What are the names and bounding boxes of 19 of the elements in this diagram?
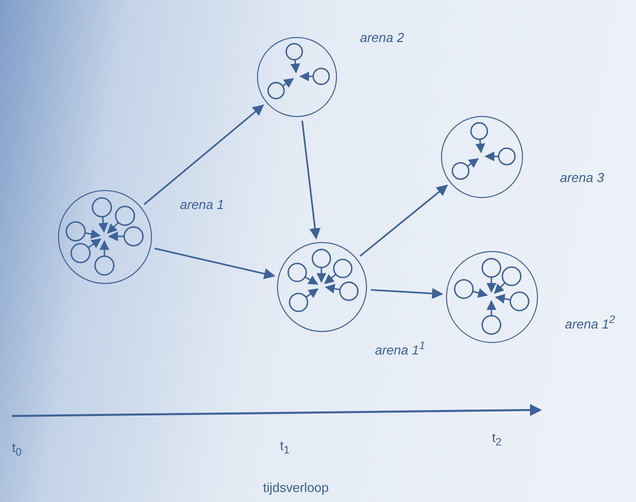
arena-label: arena 1$^{2}$ xyxy=(565,314,616,332)
arena-circle xyxy=(58,190,152,284)
arena-circle xyxy=(257,37,337,117)
arena-circle xyxy=(446,251,538,343)
arrow xyxy=(301,120,321,240)
axis-title: tijdsverloop xyxy=(263,480,329,495)
arena-circle xyxy=(441,116,523,198)
time-tick-label: t$_{2}$ xyxy=(492,430,502,449)
time-tick-label: t$_{1}$ xyxy=(280,438,290,457)
arrow xyxy=(144,104,264,205)
arena-label: arena 1 xyxy=(180,197,224,212)
arrow xyxy=(154,248,276,280)
arena-label: arena 3 xyxy=(560,170,604,185)
arena-label: arena 2 xyxy=(360,30,404,45)
arrow xyxy=(370,288,444,300)
time-tick-label: t$_{0}$ xyxy=(12,440,22,459)
arena-label: arena 1$^{1}$ xyxy=(375,340,426,358)
arrow xyxy=(360,184,448,257)
arena-circle xyxy=(277,242,367,332)
